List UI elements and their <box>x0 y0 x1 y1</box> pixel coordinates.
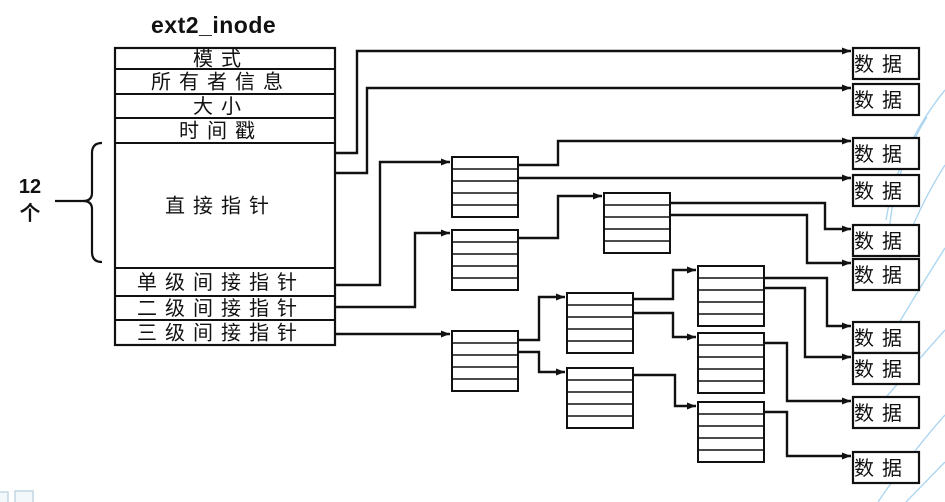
data-block-outline <box>851 46 921 81</box>
inode-row-size: 大小 <box>193 94 249 118</box>
wire-direct-to-data-1 <box>335 47 851 155</box>
diagram-title: ext2_inode <box>151 12 276 38</box>
data-block-6: 数据 <box>851 257 921 292</box>
data-block-outline <box>851 395 921 430</box>
pointer-block-outline <box>697 332 765 394</box>
pointer-block-triple-indirect-block-l3b <box>697 332 765 394</box>
data-block-label: 数据 <box>854 263 910 287</box>
data-block-outline <box>851 450 921 485</box>
pointer-block-outline <box>451 156 519 218</box>
data-block-outline <box>851 173 921 208</box>
data-block-label: 数据 <box>854 456 910 480</box>
data-block-label: 数据 <box>854 142 910 166</box>
wire-l3a-to-data-7 <box>764 276 851 330</box>
data-block-2: 数据 <box>851 82 921 117</box>
pointer-blocks <box>451 156 765 463</box>
curly-brace <box>82 141 103 264</box>
wire-single-block-to-data-3 <box>518 137 851 167</box>
count-number: 12 <box>19 176 41 198</box>
data-block-outline <box>851 223 921 258</box>
data-block-outline <box>851 82 921 117</box>
pointer-block-outline <box>451 330 519 392</box>
wire-l3c-to-data-10 <box>764 410 851 460</box>
data-block-label: 数据 <box>854 326 910 350</box>
inode-row-double-indirect-pointer: 二级间接指针 <box>137 296 305 320</box>
pointer-block-triple-indirect-block-l1 <box>451 330 519 392</box>
data-block-label: 数据 <box>854 401 910 425</box>
data-block-5: 数据 <box>851 223 921 258</box>
direct-pointer-count-label: 12 个 <box>19 141 103 264</box>
pointer-block-outline <box>451 229 519 291</box>
wire-double-l2-to-data-6 <box>670 213 851 267</box>
wire-triple-l1-to-l2a <box>518 293 565 342</box>
wire-l2b-to-l3c <box>633 373 696 410</box>
data-block-9: 数据 <box>851 395 921 430</box>
data-block-4: 数据 <box>851 173 921 208</box>
pointer-block-outline <box>697 401 765 463</box>
data-block-label: 数据 <box>854 229 910 253</box>
wire-double-l2-to-data-5 <box>670 201 851 233</box>
data-block-label: 数据 <box>854 52 910 76</box>
data-block-label: 数据 <box>854 88 910 112</box>
wire-single-to-block <box>335 158 450 287</box>
pointer-block-double-indirect-block-l2 <box>603 192 671 254</box>
pointer-block-outline <box>697 265 765 327</box>
pointer-block-double-indirect-block-l1 <box>451 229 519 291</box>
wire-double-to-l1 <box>335 229 450 309</box>
pointer-block-outline <box>566 367 634 429</box>
pointer-wires <box>335 47 851 460</box>
corner-square-icon <box>14 490 34 502</box>
count-unit: 个 <box>19 202 41 225</box>
data-block-10: 数据 <box>851 450 921 485</box>
inode-row-owner-info: 所有者信息 <box>151 70 291 94</box>
data-block-3: 数据 <box>851 136 921 171</box>
data-block-outline <box>851 136 921 171</box>
pointer-block-triple-indirect-block-l3a <box>697 265 765 327</box>
pointer-block-outline <box>603 192 671 254</box>
data-block-label: 数据 <box>854 357 910 381</box>
data-block-7: 数据 <box>851 320 921 355</box>
wire-l3a-to-data-8 <box>764 286 851 361</box>
wire-l3b-to-data-9 <box>764 341 851 405</box>
pointer-block-single-indirect-block <box>451 156 519 218</box>
data-block-8: 数据 <box>851 351 921 386</box>
data-block-outline <box>851 257 921 292</box>
pointer-block-triple-indirect-block-l3c <box>697 401 765 463</box>
data-block-outline <box>851 351 921 386</box>
inode-row-direct-pointers: 直接指针 <box>165 194 277 218</box>
wire-l2a-to-l3a <box>633 266 696 301</box>
data-block-label: 数据 <box>854 179 910 203</box>
corner-square-icon <box>0 491 9 502</box>
inode-row-triple-indirect-pointer: 三级间接指针 <box>137 321 305 345</box>
wire-triple-l1-to-l2b <box>518 350 565 376</box>
inode-row-mode: 模式 <box>193 47 249 71</box>
inode-row-timestamps: 时间戳 <box>179 119 263 143</box>
wire-double-l1-to-l2 <box>518 192 602 240</box>
pointer-block-triple-indirect-block-l2b <box>566 367 634 429</box>
inode-row-single-indirect-pointer: 单级间接指针 <box>137 270 305 294</box>
wire-direct-to-data-2 <box>335 84 851 175</box>
pointer-block-outline <box>566 292 634 354</box>
pointer-block-triple-indirect-block-l2a <box>566 292 634 354</box>
wire-l2a-to-l3b <box>633 311 696 341</box>
data-block-1: 数据 <box>851 46 921 81</box>
